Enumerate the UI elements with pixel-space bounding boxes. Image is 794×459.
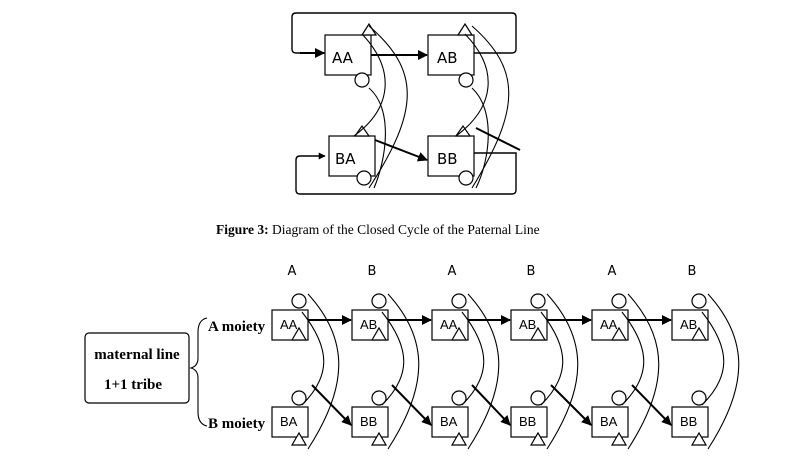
top-node-5-box xyxy=(591,309,629,341)
bottom-node-1-triangle xyxy=(290,431,308,446)
top-node-2-triangle xyxy=(370,326,388,341)
bottom-node-1-box xyxy=(271,406,309,438)
top-node-3-triangle xyxy=(450,326,468,341)
figure4-chain: maternal line 1+1 tribe A moiety B moiet… xyxy=(84,317,266,432)
bottom-node-2-triangle xyxy=(370,431,388,446)
top-node-5-triangle xyxy=(610,326,628,341)
diag-arrow-4 xyxy=(550,384,592,426)
top-node-1-label: AA xyxy=(280,317,298,332)
bottom-node-1-label: BA xyxy=(280,414,298,429)
bottom-node-2-circle xyxy=(371,390,387,406)
bottom-node-5-box xyxy=(591,406,629,438)
connector-inner-3 xyxy=(461,311,485,406)
figure3-caption: Figure 3: Diagram of the Closed Cycle of… xyxy=(216,222,540,237)
top-node-3-label: AA xyxy=(440,317,458,332)
connector-outer-3 xyxy=(467,293,500,450)
bottom-node-2-box xyxy=(351,406,389,438)
bottom-node-4-label: BB xyxy=(519,414,536,429)
bottom-node-5-circle xyxy=(611,390,627,406)
connector-inner-2 xyxy=(381,311,405,406)
a-moiety-label: A moiety xyxy=(208,319,266,335)
top-node-2-label: AB xyxy=(360,317,377,332)
top-node-4-label: AB xyxy=(519,317,536,332)
connector-right-outer xyxy=(471,25,510,189)
bottom-node-3-box xyxy=(431,406,469,438)
diag-arrow-2 xyxy=(391,384,432,426)
node-ab: AB xyxy=(427,22,475,88)
tribe-label: 1+1 tribe xyxy=(104,377,162,393)
bottom-node-4-circle xyxy=(530,390,546,406)
column-header-3: A xyxy=(448,264,457,279)
bottom-node-6-box xyxy=(671,406,709,438)
node-ab-label: AB xyxy=(437,49,458,67)
connector-inner-5 xyxy=(621,311,645,406)
maternal-line-box: maternal line 1+1 tribe xyxy=(84,332,190,404)
top-node-2-circle xyxy=(371,293,387,309)
node-aa: AA xyxy=(324,22,378,88)
caption-text: Diagram of the Closed Cycle of the Pater… xyxy=(269,222,540,237)
top-loop-line xyxy=(291,12,517,54)
top-node-4-triangle xyxy=(529,326,547,341)
top-node-6-triangle xyxy=(690,326,708,341)
top-node-4-circle xyxy=(530,293,546,309)
bottom-node-1-circle xyxy=(291,390,307,406)
column-header-5: A xyxy=(608,264,617,279)
column-header-1: A xyxy=(288,264,297,279)
column-header-4: B xyxy=(527,264,536,279)
bottom-node-3-circle xyxy=(451,390,467,406)
bottom-node-4-box xyxy=(510,406,548,438)
top-node-5-circle xyxy=(611,293,627,309)
diag-arrow-1 xyxy=(311,384,352,426)
connector-outer-1 xyxy=(307,293,340,450)
top-node-1-triangle xyxy=(290,326,308,341)
connector-inner-4 xyxy=(540,311,564,406)
brace xyxy=(189,317,208,427)
bottom-loop-line xyxy=(295,152,517,195)
node-bb-label: BB xyxy=(437,150,458,168)
bottom-node-3-triangle xyxy=(450,431,468,446)
bottom-node-5-label: BA xyxy=(600,414,618,429)
top-node-1-circle xyxy=(291,293,307,309)
connector-inner-1 xyxy=(301,311,325,406)
bottom-node-6-circle xyxy=(691,390,707,406)
caption-label: Figure 3: xyxy=(216,222,269,237)
bottom-node-4-triangle xyxy=(529,431,547,446)
connector-right-inner xyxy=(455,33,489,137)
connector-outer-2 xyxy=(387,293,420,450)
b-moiety-label: B moiety xyxy=(208,416,266,432)
bottom-node-3-label: BA xyxy=(440,414,458,429)
column-header-2: B xyxy=(368,264,377,279)
connector-inner-6 xyxy=(701,311,725,406)
node-ba-label: BA xyxy=(335,150,356,168)
top-node-3-circle xyxy=(451,293,467,309)
connector-outer-5 xyxy=(627,293,660,450)
node-ba: BA xyxy=(328,124,376,186)
connector-left-inner xyxy=(353,33,386,137)
top-node-5-label: AA xyxy=(600,317,618,332)
top-node-6-label: AB xyxy=(680,317,697,332)
diag-arrow-5 xyxy=(631,384,672,426)
maternal-line-label: maternal line xyxy=(94,347,180,363)
figure3-closed-cycle: AA AB BA BB xyxy=(216,12,540,237)
connector-left-outer xyxy=(368,25,408,189)
arrow-ba-bb xyxy=(374,139,428,162)
diag-arrow-3 xyxy=(471,384,511,426)
bottom-node-6-triangle xyxy=(690,431,708,446)
bottom-node-6-label: BB xyxy=(680,414,697,429)
bottom-node-2-label: BB xyxy=(360,414,377,429)
column-header-6: B xyxy=(688,264,697,279)
top-node-6-circle xyxy=(691,293,707,309)
connector-left-mid xyxy=(368,87,386,189)
connector-outer-6 xyxy=(707,293,740,450)
node-aa-label: AA xyxy=(332,49,354,67)
node-bb: BB xyxy=(427,124,475,186)
connector-right-mid xyxy=(471,87,489,189)
bottom-node-5-triangle xyxy=(610,431,628,446)
connector-outer-4 xyxy=(546,293,579,450)
